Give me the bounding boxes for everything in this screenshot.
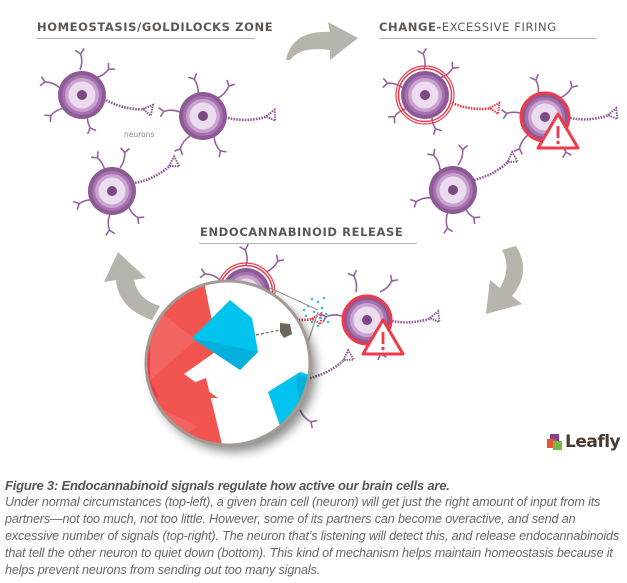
panel-title-homeostasis-text: HOMEOSTASIS/GOLDILOCKS ZONE — [37, 20, 274, 34]
signal-path — [255, 329, 281, 336]
neuron-partner — [409, 142, 520, 235]
panel-title-endocannabinoid-text: ENDOCANNABINOID RELEASE — [200, 225, 404, 239]
caption-title: Figure 3: Endocannabinoid signals regula… — [5, 478, 450, 493]
diagram-canvas: neurons — [38, 22, 619, 447]
title-underline-endocannabinoid — [199, 243, 417, 244]
title-underline-homeostasis — [37, 38, 255, 39]
neurons-label: neurons — [124, 130, 154, 139]
arrow-curved-down-left-icon — [486, 246, 524, 314]
caption-body: Under normal circumstances (top-left), a… — [5, 495, 619, 578]
endocannabinoid-particles — [302, 296, 330, 328]
leafly-logo-text: Leafly — [565, 432, 621, 452]
retrograde-arrow-icon — [280, 323, 292, 338]
magnifier-connector-top — [269, 287, 319, 311]
neuron-listening-bottom — [319, 269, 441, 361]
magnifier-rim — [144, 279, 312, 447]
neuron-homeostasis-3 — [72, 145, 181, 237]
neuron-homeostasis-1 — [38, 47, 155, 135]
leafly-logo: Leafly — [547, 432, 621, 452]
firing-ring-outer — [395, 65, 455, 125]
panel-title-change: CHANGE-EXCESSIVE FIRING — [379, 20, 557, 34]
panel-title-change-light: EXCESSIVE FIRING — [441, 20, 557, 34]
arrow-curved-right-icon — [286, 22, 358, 60]
figure-caption: Figure 3: Endocannabinoid signals regula… — [5, 478, 625, 579]
neuron-listening — [500, 73, 619, 159]
panel-title-homeostasis: HOMEOSTASIS/GOLDILOCKS ZONE — [37, 20, 273, 34]
panel-title-endocannabinoid: ENDOCANNABINOID RELEASE — [200, 225, 403, 239]
arrow-curved-up-icon — [104, 252, 160, 320]
leafly-logo-mark-icon — [547, 434, 563, 450]
panel-title-change-bold: CHANGE- — [379, 20, 442, 34]
neuron-overactive — [380, 47, 501, 136]
magnified-synapse — [146, 281, 310, 445]
firing-ring-inner — [397, 67, 453, 123]
title-underline-change — [379, 38, 597, 39]
neuron-homeostasis-2 — [157, 72, 277, 158]
